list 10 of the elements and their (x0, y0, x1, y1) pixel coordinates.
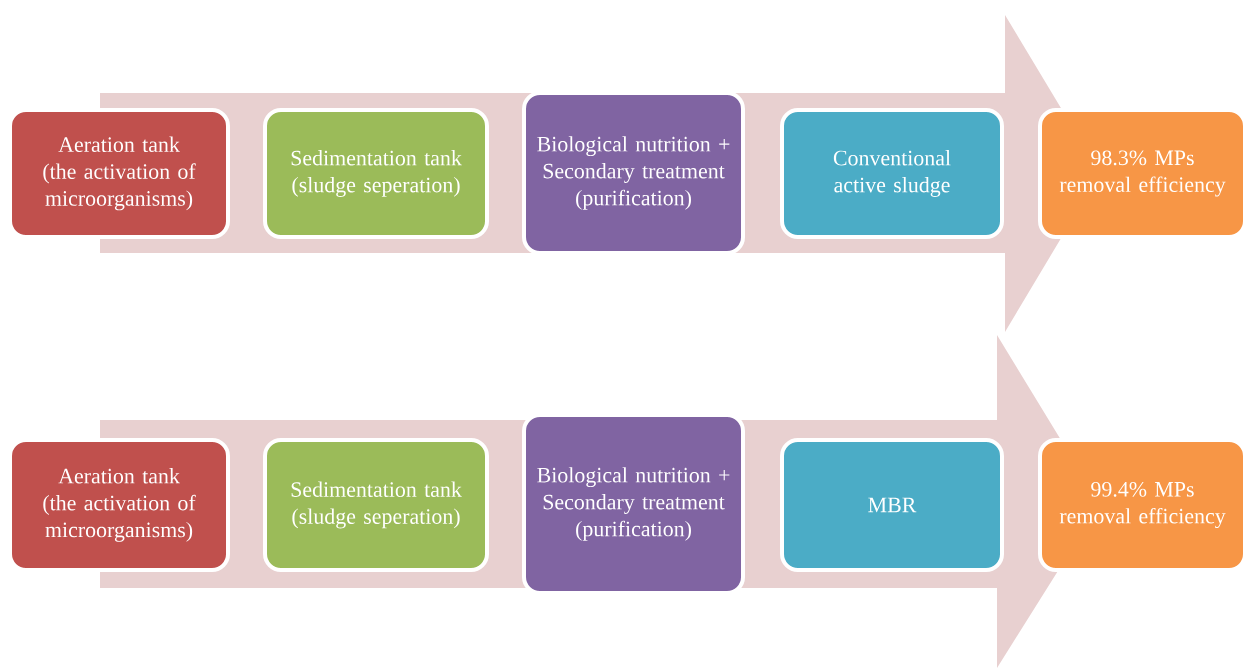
process-box: Aeration tank (the activation of microorganisms) (8, 108, 230, 239)
process-box: 98.3% MPs removal efficiency (1038, 108, 1247, 239)
process-box: Biological nutrition + Secondary treatment (purification) (522, 413, 745, 595)
process-box: Biological nutrition + Secondary treatment (purification) (522, 91, 745, 255)
process-box: 99.4% MPs removal efficiency (1038, 438, 1247, 572)
process-box: MBR (780, 438, 1004, 572)
process-box: Sedimentation tank (sludge seperation) (263, 438, 489, 572)
process-box: Sedimentation tank (sludge seperation) (263, 108, 489, 239)
process-box: Conventional active sludge (780, 108, 1004, 239)
process-box: Aeration tank (the activation of microorganisms) (8, 438, 230, 572)
